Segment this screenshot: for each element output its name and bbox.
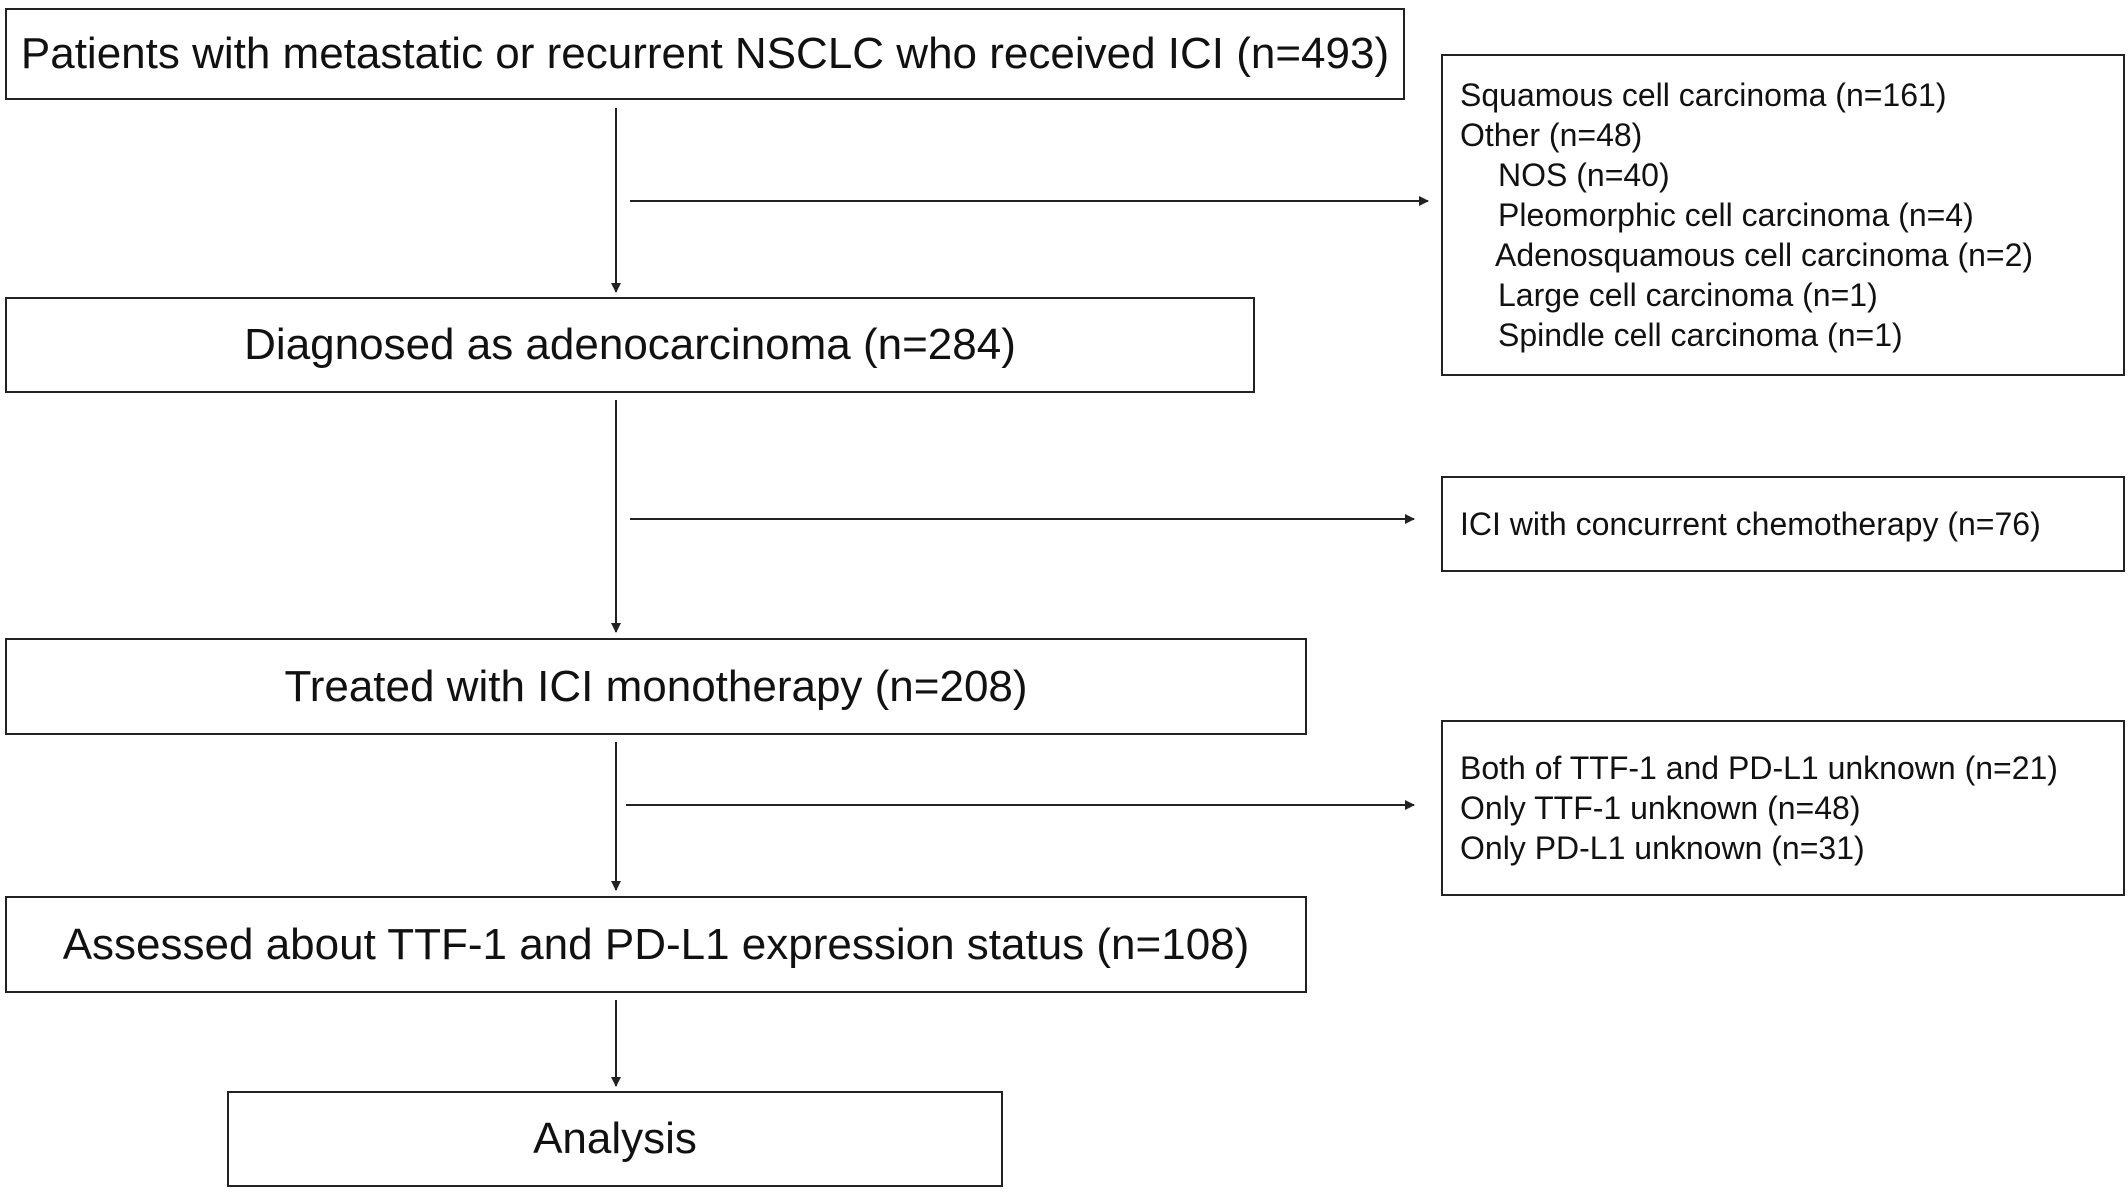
step-box-assessed: Assessed about TTF-1 and PD-L1 expressio… — [5, 896, 1307, 993]
exclusion-line: Only PD-L1 unknown (n=31) — [1460, 830, 1865, 866]
exclusion-line: Squamous cell carcinoma (n=161) — [1460, 77, 1947, 113]
exclusion-subline: Large cell carcinoma (n=1) — [1498, 277, 1878, 313]
step-label-patients: Patients with metastatic or recurrent NS… — [20, 29, 1390, 78]
step-label-adenocarcinoma: Diagnosed as adenocarcinoma (n=284) — [244, 320, 1016, 369]
step-label-assessed: Assessed about TTF-1 and PD-L1 expressio… — [62, 919, 1250, 969]
step-box-adenocarcinoma: Diagnosed as adenocarcinoma (n=284) — [5, 297, 1255, 393]
step-label-analysis: Analysis — [533, 1114, 697, 1163]
exclusion-subline: Pleomorphic cell carcinoma (n=4) — [1498, 197, 1974, 233]
exclusion-subline: NOS (n=40) — [1498, 157, 1670, 193]
exclusion-line: Only TTF-1 unknown (n=48) — [1460, 790, 1861, 826]
step-box-analysis: Analysis — [227, 1091, 1003, 1187]
exclusion-subline: Adenosquamous cell carcinoma (n=2) — [1495, 237, 2034, 273]
step-box-patients: Patients with metastatic or recurrent NS… — [5, 8, 1405, 100]
step-box-monotherapy: Treated with ICI monotherapy (n=208) — [5, 638, 1307, 735]
step-label-monotherapy: Treated with ICI monotherapy (n=208) — [284, 661, 1028, 711]
exclusion-line: ICI with concurrent chemotherapy (n=76) — [1460, 506, 2041, 542]
exclusion-line: Other (n=48) — [1460, 117, 1643, 153]
exclusion-subline: Spindle cell carcinoma (n=1) — [1498, 317, 1903, 353]
exclusion-line: Both of TTF-1 and PD-L1 unknown (n=21) — [1460, 750, 2058, 786]
exclusion-box-unknown-status: Both of TTF-1 and PD-L1 unknown (n=21) O… — [1441, 720, 2125, 896]
exclusion-box-chemotherapy: ICI with concurrent chemotherapy (n=76) — [1441, 476, 2125, 572]
exclusion-box-histology: Squamous cell carcinoma (n=161) Other (n… — [1441, 54, 2125, 376]
